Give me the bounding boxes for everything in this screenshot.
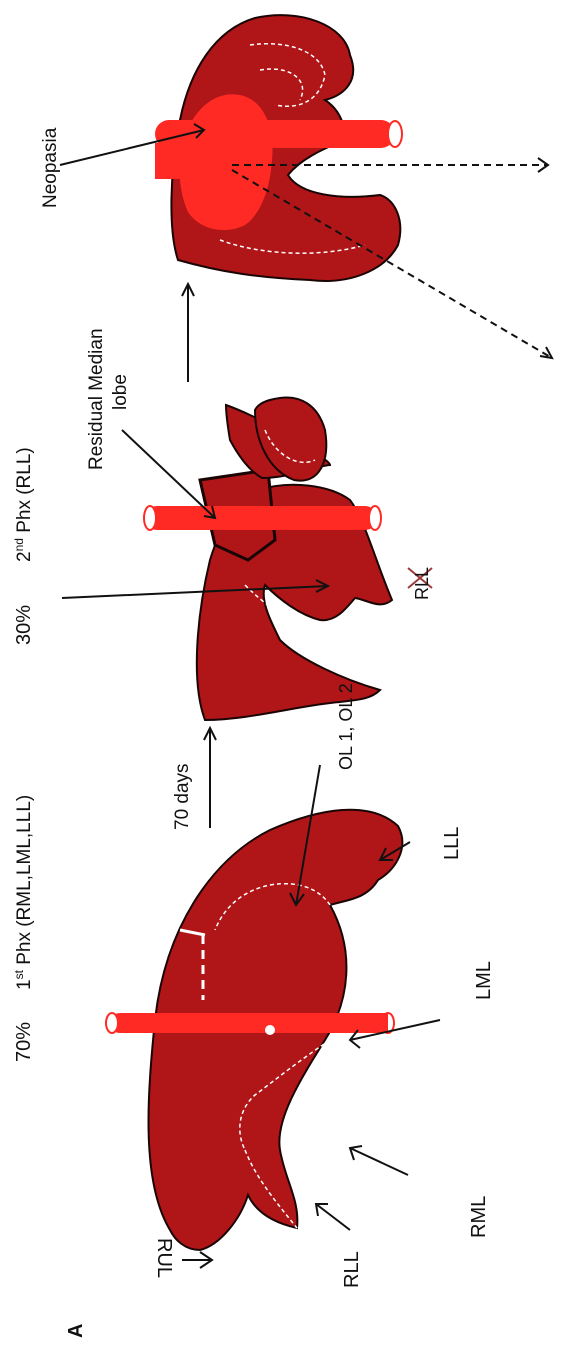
middle-liver [144,397,432,720]
label-rml: RML [468,1196,490,1238]
arrow-rll [316,1204,350,1230]
vessel-middle-end-b [369,506,381,530]
vessel-hole [265,1025,275,1035]
middle-percent: 30% [13,605,35,645]
left-liver [106,810,402,1250]
label-rll: RLL [341,1251,363,1288]
vessel-left-extension [330,1013,388,1033]
neoplasia-label: Neopasia [40,127,61,208]
left-procedure: 1st Phx (RML,LML,LLL) [12,795,35,990]
dashed-arrow-diag-head [540,347,552,358]
dashed-arrow-right-head [538,158,548,172]
middle-procedure: 2nd Phx (RLL) [12,447,35,562]
label-lml: LML [473,961,495,1000]
left-percent: 70% [13,1022,35,1062]
vessel-right-end [388,121,402,147]
label-rul: RUL [153,1238,175,1278]
panel-label: A [65,1324,87,1338]
vessel-middle [145,506,377,530]
interval-label: 70 days [172,763,193,830]
middle-procedure-sup: nd [12,538,26,551]
label-lll: LLL [441,827,463,860]
vessel-right-cap [155,143,183,179]
interval-arrow [204,728,216,828]
crossed-rll-label: RLL [412,567,432,600]
arrow-residual [122,430,215,518]
right-liver [155,15,402,281]
vessel-left [110,1013,350,1033]
arrow-rul [182,1252,212,1268]
label-ol: OL 1, OL 2 [336,683,356,770]
residual-label-1: Residual Median [86,328,107,470]
residual-label-2: lobe [110,374,131,410]
vessel-middle-end-a [144,506,156,530]
vessel-left-end-a [106,1013,118,1033]
stage-arrow [182,284,194,382]
arrow-rml [350,1146,408,1175]
